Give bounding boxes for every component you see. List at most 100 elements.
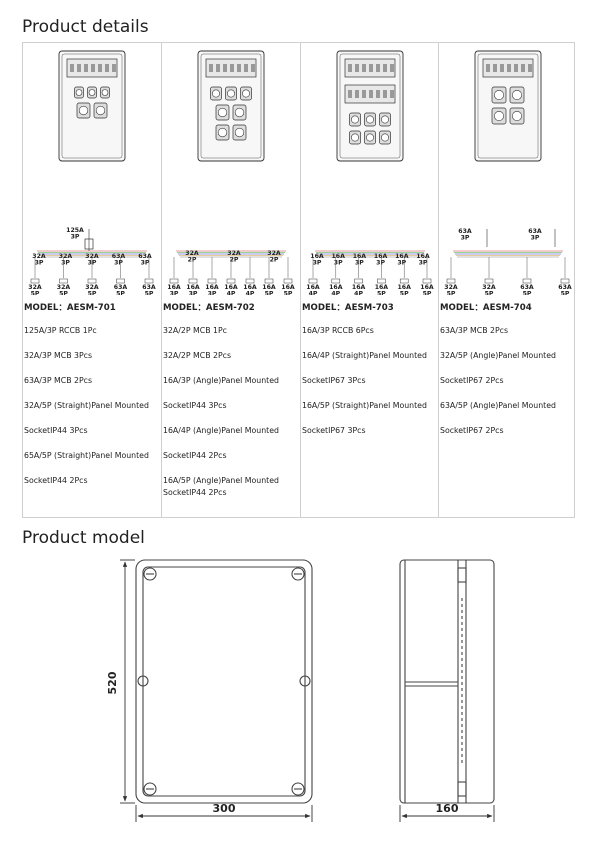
- socket-symbol: [207, 278, 217, 284]
- dimension-drawing: 520 300 160: [106, 559, 495, 822]
- spec-item: SocketIP44 3Pcs: [24, 426, 88, 435]
- model-name: MODEL：AESM-702: [163, 303, 255, 313]
- width-dimension: 300: [213, 802, 236, 815]
- socket-symbol: [283, 278, 293, 284]
- spec-item: 16A/3P (Angle)Panel Mounted: [163, 376, 279, 385]
- spec-item: SocketIP44 3Pcs: [163, 401, 227, 410]
- socket-symbol: [264, 278, 274, 284]
- spec-item: 65A/5P (Straight)Panel Mounted: [24, 451, 149, 460]
- socket-symbol: [245, 278, 255, 284]
- spec-item: 32A/5P (Angle)Panel Mounted: [440, 351, 556, 360]
- socket-symbol: [226, 278, 236, 284]
- enclosure-outline: [58, 50, 126, 162]
- spec-item: 32A/5P (Straight)Panel Mounted: [24, 401, 149, 410]
- socket-symbol: [144, 278, 154, 284]
- spec-item: 125A/3P RCCB 1Pc: [24, 326, 97, 335]
- spec-item: SocketIP67 2Pcs: [440, 376, 504, 385]
- socket-symbol: [446, 278, 456, 284]
- spec-item: 63A/3P MCB 2Pcs: [440, 326, 509, 335]
- spec-item: 16A/4P (Angle)Panel Mounted: [163, 426, 279, 435]
- socket-symbol: [116, 278, 125, 284]
- spec-item: SocketIP44 2Pcs: [24, 476, 88, 485]
- socket-symbol: [422, 278, 432, 284]
- enclosure-outline: [474, 50, 542, 162]
- spec-list: 125A/3P RCCB 1Pc 32A/3P MCB 3Pcs 63A/3P …: [24, 325, 158, 500]
- spec-item: SocketIP67 3Pcs: [302, 376, 366, 385]
- socket-symbol: [188, 278, 198, 284]
- socket-symbol: [30, 278, 40, 284]
- socket-symbol: [560, 278, 570, 284]
- socket-symbol: [399, 278, 409, 284]
- spec-item: 32A/2P MCB 2Pcs: [163, 351, 232, 360]
- spec-item: 16A/4P (Straight)Panel Mounted: [302, 351, 427, 360]
- spec-item: 32A/2P MCB 1Pc: [163, 326, 227, 335]
- model-name: MODEL：AESM-703: [302, 303, 394, 313]
- socket-symbol: [484, 278, 494, 284]
- enclosure-outline: [197, 50, 265, 162]
- spec-list: 63A/3P MCB 2Pcs 32A/5P (Angle)Panel Moun…: [440, 325, 574, 450]
- product-model-title: Product model: [22, 528, 145, 548]
- height-dimension: 520: [106, 671, 119, 694]
- spec-item: SocketIP67 3Pcs: [302, 426, 366, 435]
- spec-list: 32A/2P MCB 1Pc 32A/2P MCB 2Pcs 16A/3P (A…: [163, 325, 297, 511]
- spec-item: SocketIP67 2Pcs: [440, 426, 504, 435]
- socket-symbol: [169, 278, 179, 284]
- spec-item: 32A/3P MCB 3Pcs: [24, 351, 93, 360]
- spec-item: 16A/5P (Angle)Panel Mounted SocketIP44 2…: [163, 476, 279, 497]
- socket-symbol: [522, 278, 532, 284]
- model-name: MODEL：AESM-701: [24, 303, 116, 313]
- socket-symbol: [59, 278, 68, 284]
- spec-item: 63A/3P MCB 2Pcs: [24, 376, 93, 385]
- spec-item: 63A/5P (Angle)Panel Mounted: [440, 401, 556, 410]
- socket-symbol: [308, 278, 318, 284]
- depth-dimension: 160: [436, 802, 459, 815]
- model-name: MODEL：AESM-704: [440, 303, 532, 313]
- socket-symbol: [87, 278, 97, 284]
- product-details-title: Product details: [22, 17, 149, 37]
- socket-symbol: [331, 278, 341, 284]
